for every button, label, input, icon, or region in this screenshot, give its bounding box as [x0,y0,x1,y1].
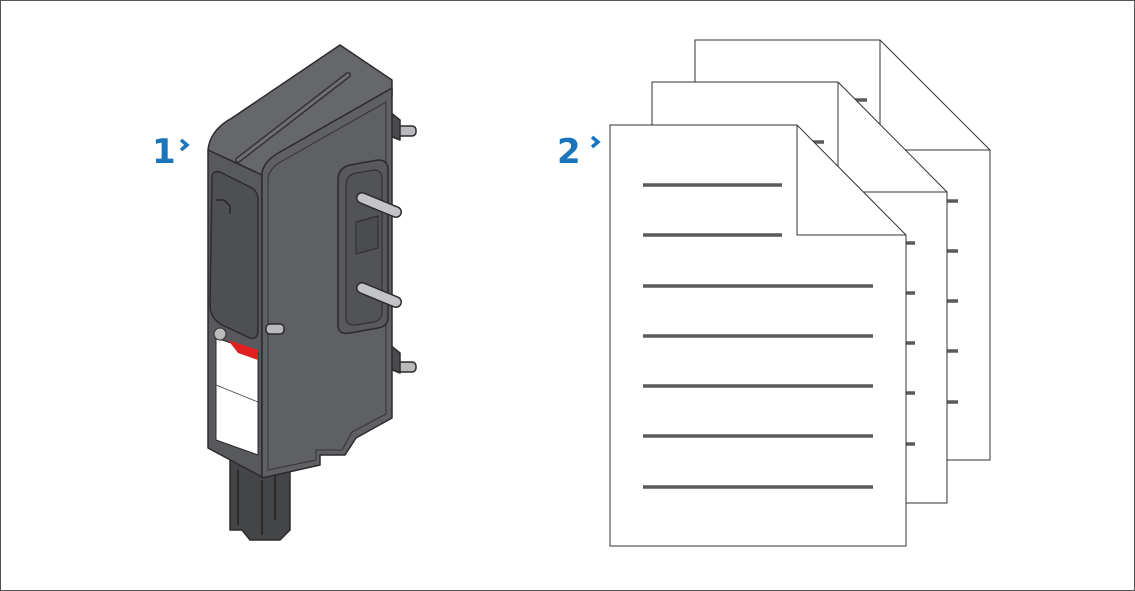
chevron-right-icon [590,135,601,149]
callout-1: 1 [152,132,190,172]
mounting-stud [389,111,417,374]
label-red-band [228,340,258,360]
text-lines [643,183,873,489]
connector-pin [356,192,402,308]
callout-2: 2 [557,132,601,172]
device-illustration [207,44,417,541]
document-stack [609,39,991,547]
document-front [609,124,907,547]
chevron-right-icon [179,138,190,152]
callout-number-1: 1 [152,132,176,172]
side-cover [209,170,259,340]
callout-number-2: 2 [557,132,581,172]
mounting-stud [265,323,285,335]
